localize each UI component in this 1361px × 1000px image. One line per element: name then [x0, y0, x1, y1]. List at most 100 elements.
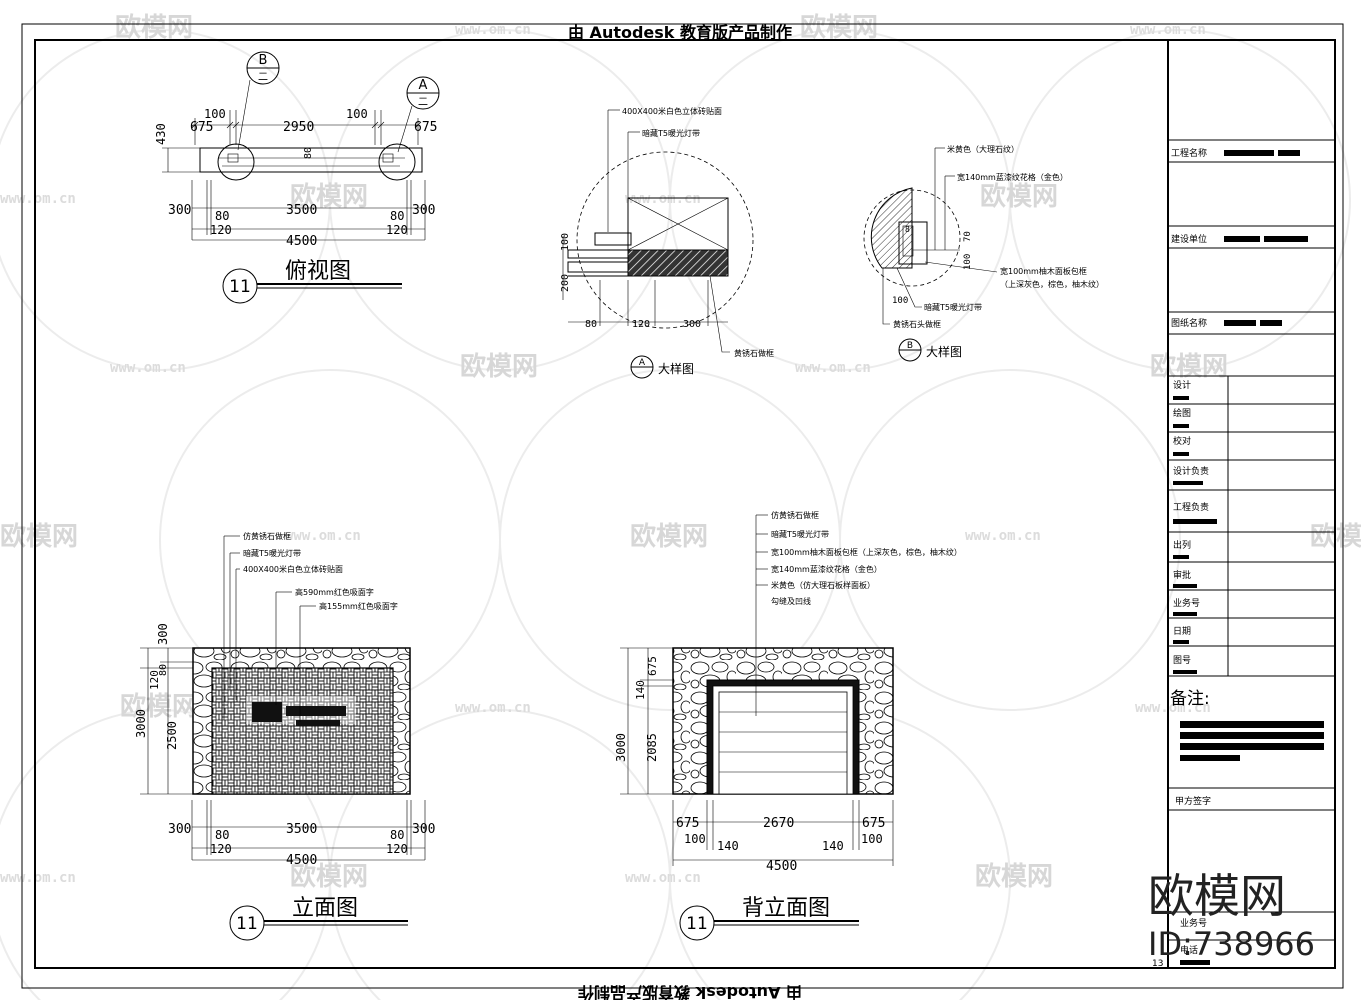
note: 宽140mm蓝漆纹花格（金色）	[957, 172, 1068, 182]
dim-80: 80	[390, 209, 404, 223]
autodesk-banner-bottom: 由 Autodesk 教育版产品制作	[578, 983, 802, 1000]
tb-row-label: 出列	[1173, 539, 1191, 551]
dim-200: 200	[560, 274, 571, 292]
watermark-url: www.om.cn	[455, 22, 531, 38]
watermark-brand: 欧模网	[115, 12, 193, 43]
dim-430: 430	[154, 123, 168, 145]
detail-boundary	[576, 151, 754, 329]
dim-675: 675	[646, 656, 659, 676]
dim-80: 80	[215, 209, 229, 223]
watermark-arcs	[0, 29, 1351, 1000]
marker-sub: 二	[258, 72, 268, 83]
dim-3000: 3000	[614, 733, 628, 762]
tb-row-label: 校对	[1173, 435, 1191, 447]
redacted-bar	[1278, 150, 1300, 156]
watermark-url: www.om.cn	[625, 191, 701, 207]
watermark-url: www.om.cn	[455, 700, 531, 716]
note: 宽140mm蓝漆纹花格（金色）	[771, 564, 882, 574]
dim-300: 300	[168, 203, 191, 218]
dim-140: 140	[822, 839, 844, 853]
watermark-url: www.om.cn	[1135, 700, 1211, 716]
view-index-circle	[222, 268, 258, 304]
dim-8: 8	[905, 225, 910, 234]
dim-2670: 2670	[763, 816, 794, 831]
dim-675: 675	[414, 120, 437, 135]
tb-row-label: 日期	[1173, 626, 1191, 637]
front-elevation-title: 立面图	[292, 896, 358, 921]
dim-300: 300	[168, 822, 191, 837]
watermark-brand: 欧模网	[0, 521, 78, 552]
dim-70: 70	[963, 231, 973, 242]
watermark-brand: 欧模网	[1150, 351, 1228, 382]
note: 宽100mm柚木面板包框（上深灰色，棕色，柚木纹）	[771, 547, 962, 557]
dim-3500: 3500	[286, 203, 317, 218]
dim-100: 100	[684, 832, 706, 846]
watermark-brand: 欧模网	[290, 861, 368, 892]
detail-b: 米黄色（大理石纹） 宽140mm蓝漆纹花格（金色） 宽100mm柚木面板包框 （…	[863, 144, 1104, 362]
dim-300: 300	[683, 319, 701, 330]
front-elevation: 仿黄锈石做框 暗藏T5暖光灯带 400X400米白色立体砖贴面 高590mm红色…	[134, 531, 435, 941]
detail-letter: A	[639, 358, 646, 368]
dim-140: 140	[634, 680, 647, 700]
watermark-url: www.om.cn	[285, 528, 361, 544]
dim-100: 100	[963, 254, 973, 270]
dim-675: 675	[862, 816, 885, 831]
client-label: 建设单位	[1171, 233, 1207, 245]
section-marker-b: B 二	[237, 51, 280, 151]
detail-callout-circle	[378, 143, 416, 181]
inner-frame	[34, 39, 1336, 969]
dim-4500: 4500	[286, 853, 317, 868]
drawing-name-label: 图纸名称	[1171, 317, 1207, 329]
note: 高590mm红色吸面字	[295, 587, 374, 597]
redacted-bar	[1224, 320, 1256, 326]
dim-675: 675	[190, 120, 213, 135]
note: 勾缝及凹线	[771, 596, 811, 606]
note: 宽100mm柚木面板包框	[1000, 266, 1087, 276]
watermark-brand: 欧模网	[630, 521, 708, 552]
back-elevation-title: 背立面图	[742, 896, 830, 921]
dim-4500: 4500	[766, 859, 797, 874]
remarks-label: 备注:	[1170, 689, 1210, 709]
redacted-bar	[1180, 960, 1210, 965]
dim-140: 140	[717, 839, 739, 853]
watermark-id: ID:738966	[1148, 925, 1315, 963]
dim-80: 80	[390, 828, 404, 842]
note: 暗藏T5暖光灯带	[642, 128, 700, 138]
dim-120: 120	[632, 319, 650, 330]
tb-row-label: 设计负责	[1173, 465, 1209, 477]
note: 仿黄锈石做框	[243, 531, 291, 541]
dim-100: 100	[346, 107, 368, 121]
dim-100: 100	[892, 296, 908, 306]
watermark-brand: 欧模网	[975, 861, 1053, 892]
dim-120: 120	[210, 223, 232, 237]
signage-letters-small	[296, 720, 340, 726]
note: 高155mm红色吸面字	[319, 601, 398, 611]
dim-120: 120	[386, 842, 408, 856]
watermark-url: www.om.cn	[0, 870, 76, 886]
marble-panel	[718, 691, 848, 795]
dim-3500: 3500	[286, 822, 317, 837]
dim-3000: 3000	[134, 709, 148, 738]
marker-letter: A	[419, 78, 428, 93]
watermark-url: www.om.cn	[0, 191, 76, 207]
tb-row-label: 设计	[1173, 379, 1191, 391]
detail-a: 400X400米白色立体砖贴面 暗藏T5暖光灯带 黄锈石做框 100 200 8…	[560, 106, 774, 379]
marker-letter: B	[259, 53, 268, 68]
dim-2085: 2085	[645, 733, 659, 762]
watermark-brand: 欧模网	[800, 12, 878, 43]
view-index: 11	[236, 914, 258, 934]
signage-letters	[252, 702, 282, 722]
watermark-url: www.om.cn	[795, 360, 871, 376]
tb-row-label: 审批	[1173, 569, 1191, 581]
dim-675: 675	[676, 816, 699, 831]
note: 暗藏T5暖光灯带	[771, 529, 829, 539]
watermark-brand: 欧模网	[120, 691, 198, 722]
dim-120: 120	[386, 223, 408, 237]
sheet-number: 13	[1152, 959, 1163, 969]
dim-300: 300	[156, 623, 170, 645]
outer-frame	[21, 23, 1344, 989]
dim-300: 300	[412, 203, 435, 218]
note: （上深灰色，棕色，柚木纹）	[1000, 279, 1104, 289]
dim-100: 100	[204, 107, 226, 121]
back-elevation: 仿黄锈石做框 暗藏T5暖光灯带 宽100mm柚木面板包框（上深灰色，棕色，柚木纹…	[614, 510, 962, 941]
